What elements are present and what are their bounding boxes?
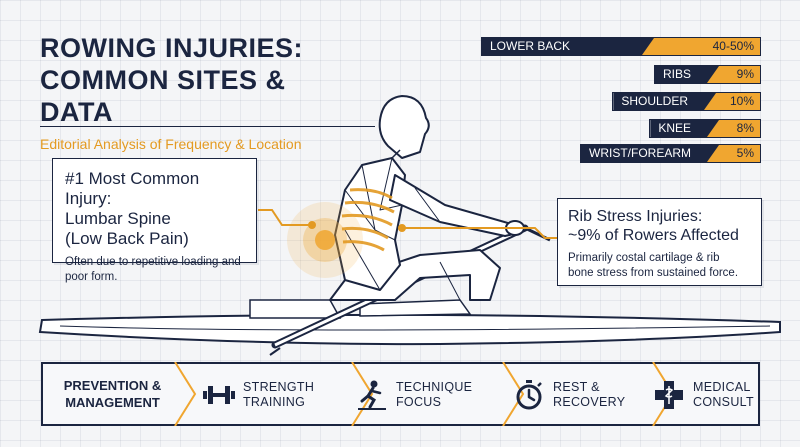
lumbar-callout: #1 Most Common Injury: Lumbar Spine (Low… [52, 158, 257, 283]
callout-title-line: Rib Stress Injuries: [568, 208, 703, 225]
stopwatch-icon [513, 379, 545, 411]
stat-label: SHOULDER [613, 93, 716, 110]
stat-label: WRIST/FOREARM [581, 145, 719, 162]
prevention-heading-line: PREVENTION & [63, 378, 162, 393]
callout-text: Often due to repetitive loading and poor… [65, 255, 244, 285]
prevention-heading-line: MANAGEMENT [65, 395, 160, 410]
stat-label: KNEE [650, 120, 719, 137]
stat-row-wrist-forearm: WRIST/FOREARM 5% [580, 144, 761, 163]
callout-title-line: ~9% of Rowers Affected [568, 227, 739, 244]
prevention-heading: PREVENTION & MANAGEMENT [55, 377, 170, 411]
dumbbell-icon [203, 379, 235, 411]
stat-row-lower-back: LOWER BACK 40-50% [481, 37, 761, 56]
stat-row-knee: KNEE 8% [649, 119, 761, 138]
rower-body [329, 95, 525, 301]
callout-text-line: Often due to repetitive loading and [65, 256, 241, 268]
page-subtitle: Editorial Analysis of Frequency & Locati… [40, 136, 302, 152]
stat-value: 9% [707, 66, 760, 83]
label-line: MEDICAL [693, 380, 751, 394]
stat-label: RIBS [655, 66, 719, 83]
prevention-item-strength: STRENGTH TRAINING [203, 373, 314, 417]
medical-cross-icon [653, 379, 685, 411]
label-line: TECHNIQUE [396, 380, 473, 394]
rib-highlight [341, 188, 395, 252]
stat-label: LOWER BACK [482, 38, 654, 55]
prevention-item-label: REST & RECOVERY [553, 380, 625, 410]
page-title-line-2: COMMON SITES & DATA [40, 65, 286, 127]
chevron-divider-icon [502, 362, 525, 426]
technique-figure-icon [356, 379, 388, 411]
stat-row-shoulder: SHOULDER 10% [612, 92, 761, 111]
prevention-item-technique: TECHNIQUE FOCUS [356, 373, 472, 417]
label-line: TRAINING [243, 395, 306, 409]
label-line: STRENGTH [243, 380, 315, 394]
callout-text-line: bone stress from sustained force. [568, 267, 739, 279]
rib-callout: Rib Stress Injuries: ~9% of Rowers Affec… [557, 198, 762, 286]
chevron-divider-icon [174, 362, 197, 426]
callout-title-line: #1 Most Common Injury: [65, 169, 200, 208]
callout-title-line: Lumbar Spine [65, 209, 171, 228]
callout-leaders [258, 209, 557, 239]
callout-text: Primarily costal cartilage & rib bone st… [568, 251, 751, 281]
chevron-divider-icon [351, 362, 374, 426]
label-line: RECOVERY [553, 395, 626, 409]
label-line: REST & [553, 380, 600, 394]
stat-value: 8% [707, 120, 760, 137]
title-block: ROWING INJURIES: COMMON SITES & DATA Edi… [40, 32, 340, 152]
stat-value: 5% [707, 145, 760, 162]
prevention-item-label: MEDICAL CONSULT [693, 380, 754, 410]
prevention-item-label: TECHNIQUE FOCUS [396, 380, 472, 410]
page-title-line-1: ROWING INJURIES: [40, 33, 304, 63]
stat-value: 10% [704, 93, 760, 110]
callout-title-line: (Low Back Pain) [65, 229, 189, 248]
label-line: CONSULT [693, 395, 754, 409]
stat-row-ribs: RIBS 9% [653, 65, 761, 84]
lumbar-highlight [287, 202, 363, 278]
callout-text-line: Primarily costal cartilage & rib [568, 252, 720, 264]
boat-hull [38, 299, 781, 346]
callout-text-line: poor form. [65, 271, 118, 283]
stat-value: 40-50% [642, 38, 760, 55]
prevention-item-medical: MEDICAL CONSULT [653, 373, 754, 417]
label-line: FOCUS [396, 395, 442, 409]
prevention-item-rest: REST & RECOVERY [513, 373, 625, 417]
title-divider [40, 126, 375, 127]
prevention-item-label: STRENGTH TRAINING [243, 380, 314, 410]
prevention-bar: PREVENTION & MANAGEMENT STRENGTH TRAININ… [41, 362, 760, 426]
